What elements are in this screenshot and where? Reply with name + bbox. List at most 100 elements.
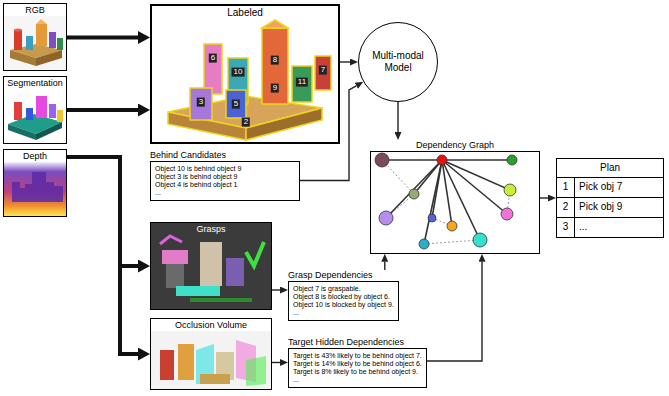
illustration-part — [14, 29, 22, 32]
callout-number: 8 — [271, 56, 279, 65]
panel-line: ... — [293, 309, 394, 317]
illustration-part — [204, 44, 222, 94]
panel-line: Object 8 is blocked by object 6. — [293, 293, 394, 301]
illustration-part — [424, 240, 480, 244]
illustration-part — [151, 5, 339, 143]
callout-number: 11 — [296, 78, 308, 87]
illustration-part — [190, 88, 212, 120]
illustration-part — [442, 159, 512, 161]
segmentation-image — [4, 89, 66, 143]
panel-line: Object 7 is graspable. — [293, 285, 394, 293]
image-panel: Segmentation — [3, 76, 67, 144]
plan-cell: 2 — [557, 198, 575, 217]
panel-line: Object 3 is behind object 9 — [155, 173, 295, 181]
illustration-part — [36, 96, 47, 118]
panel-line: ... — [155, 189, 295, 197]
panel-line: ... — [293, 376, 422, 384]
connector — [67, 157, 138, 266]
panel-line: Target is 43% likely to be behind object… — [293, 352, 422, 360]
illustration-part — [442, 160, 480, 240]
illustration-part — [160, 236, 182, 244]
image-panel: Occlusion Volume — [150, 318, 272, 390]
illustration-part — [419, 239, 429, 249]
image-panel: Grasps — [150, 222, 272, 310]
plan-row: 2Pick obj 9 — [557, 198, 663, 218]
model-circle: Multi-modal Model — [358, 22, 438, 102]
illustration-part — [151, 331, 271, 389]
plan-row: 3... — [557, 218, 663, 237]
occlusion-image — [151, 331, 271, 389]
illustration-part — [178, 344, 194, 380]
illustration-part — [246, 356, 266, 386]
connector — [340, 61, 350, 62]
panel-line: Object 4 is behind object 1 — [155, 181, 295, 189]
rgb-image — [4, 16, 66, 70]
illustration-part — [442, 160, 510, 190]
illustration-part — [4, 162, 66, 216]
connector — [272, 362, 280, 363]
plan-row: 1Pick obj 7 — [557, 178, 663, 198]
illustration-part — [375, 153, 517, 249]
illustration-part — [36, 24, 47, 46]
image-panel: Depth — [3, 149, 67, 217]
graph-drawing — [375, 153, 517, 249]
illustration-part — [246, 242, 264, 266]
plan-cell: 1 — [557, 178, 575, 197]
illustration-part — [409, 189, 419, 199]
connector — [272, 289, 280, 290]
illustration-part — [14, 30, 22, 50]
connector — [67, 108, 138, 112]
panel-line: Object 10 is blocked by object 9. — [293, 301, 394, 309]
panel-title: Labeled — [152, 6, 338, 19]
connector — [300, 86, 356, 181]
callout-number: 9 — [271, 84, 279, 93]
illustration-part — [315, 56, 331, 90]
illustration-part — [507, 155, 517, 165]
illustration-part — [151, 223, 271, 309]
panel-line: Target is 8% likely to be behind object … — [293, 368, 422, 376]
illustration-part — [226, 258, 244, 286]
illustration-part — [379, 211, 393, 225]
panel-body: Target is 43% likely to be behind object… — [288, 348, 427, 388]
panel-line: Object 10 is behind object 9 — [155, 165, 295, 173]
illustration-part — [4, 89, 66, 143]
connector — [427, 262, 482, 361]
text-panel: Behind CandidatesObject 10 is behind obj… — [150, 150, 300, 201]
plan-cell: Pick obj 7 — [575, 178, 626, 197]
illustration-part — [375, 153, 389, 167]
illustration-part — [190, 298, 252, 302]
illustration-part — [432, 160, 442, 218]
panel-title: RGB — [4, 4, 66, 16]
callout-number: 2 — [242, 118, 250, 127]
connector — [540, 197, 548, 198]
depth-image — [4, 162, 66, 216]
illustration-part — [424, 160, 442, 244]
labeled-image — [151, 5, 339, 143]
illustration-part — [36, 122, 62, 140]
illustration-part — [386, 160, 442, 218]
panel-heading: Dependency Graph — [370, 140, 540, 151]
image-panel: RGB — [3, 3, 67, 71]
panel-body: Object 7 is graspable.Object 8 is blocke… — [288, 281, 399, 321]
panel-heading: Behind Candidates — [150, 150, 300, 161]
connector — [67, 157, 138, 354]
illustration-part — [26, 36, 33, 50]
illustration-part — [176, 286, 220, 296]
callout-number: 10 — [232, 68, 245, 77]
panel-title: Occlusion Volume — [151, 319, 271, 331]
panel-body: Object 10 is behind object 9Object 3 is … — [150, 161, 300, 201]
plan-cell: 3 — [557, 218, 575, 237]
illustration-part — [200, 242, 222, 286]
callout-number: 3 — [197, 98, 205, 107]
illustration-part — [226, 90, 246, 118]
plan-cell: Pick obj 9 — [575, 198, 626, 217]
plan-cell: ... — [575, 218, 591, 237]
panel-line: Target is 14% likely to be behind object… — [293, 360, 422, 368]
illustration-part — [8, 124, 36, 140]
graph-frame — [370, 151, 540, 254]
illustration-part — [49, 104, 56, 118]
illustration-part — [49, 32, 56, 48]
panel-title: Grasps — [151, 223, 271, 235]
illustration-part — [4, 16, 66, 70]
plan-table: Plan1Pick obj 72Pick obj 93... — [556, 158, 664, 238]
